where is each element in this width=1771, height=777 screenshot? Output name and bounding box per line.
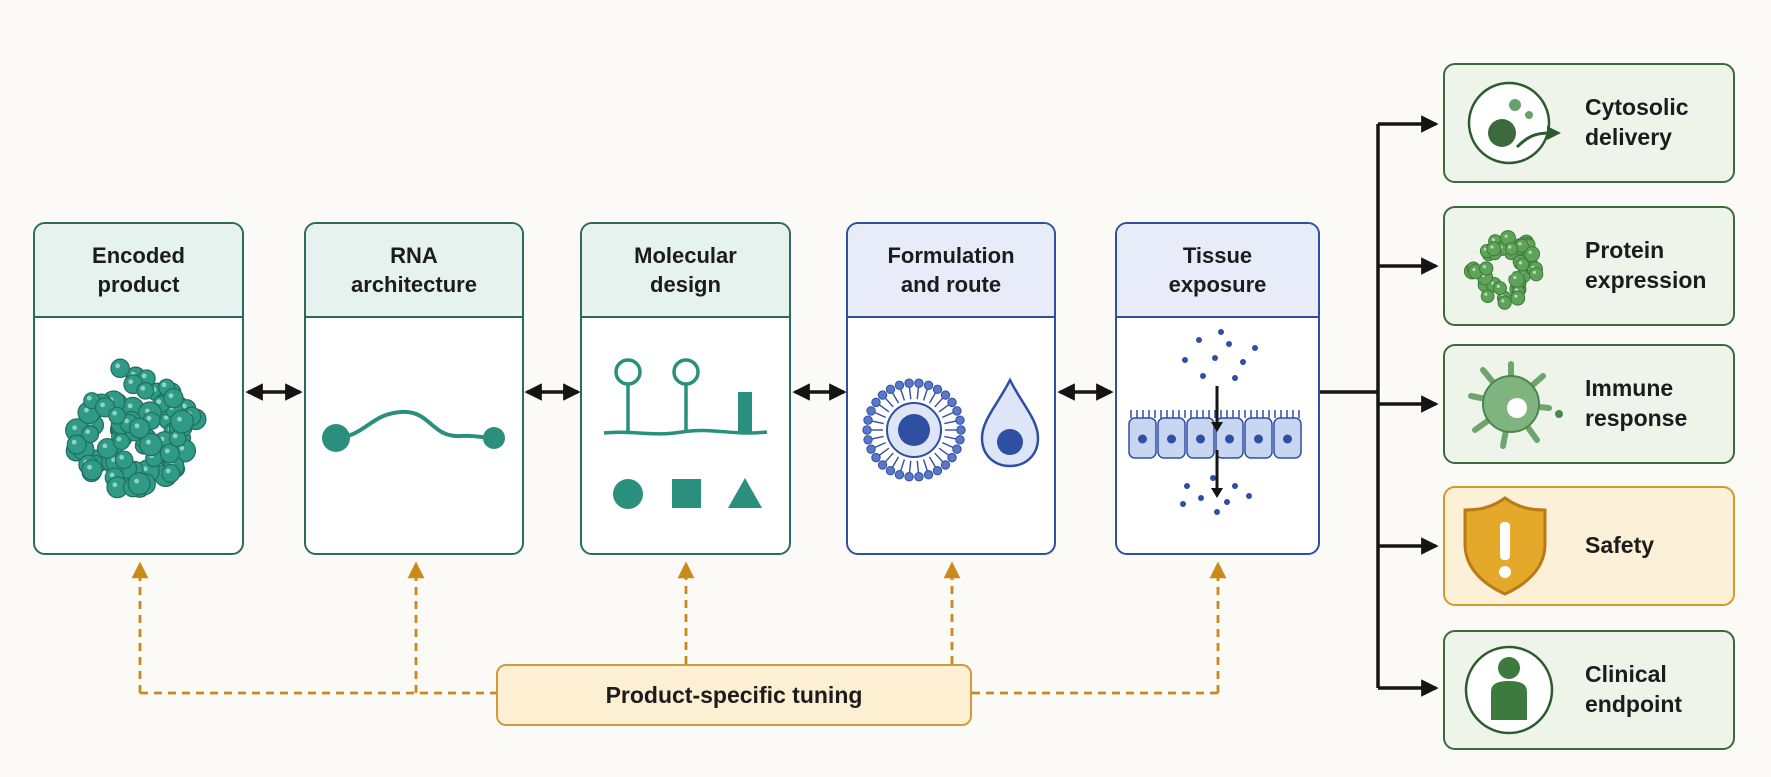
stage-encoded-product: Encoded product (33, 222, 244, 555)
molecular-design-icon (603, 358, 768, 509)
outcome-cytosolic-delivery: Cytosolic delivery (1443, 63, 1735, 183)
stage-molecular-design: Molecular design (580, 222, 791, 555)
outcome-clinical-endpoint: Clinical endpoint (1443, 630, 1735, 750)
tuning-feedback (131, 561, 1227, 695)
outcome-safety: Safety (1443, 486, 1735, 606)
stage-title: Formulation and route (848, 224, 1054, 318)
shield-warning-icon (1463, 496, 1547, 596)
square-shape-icon (672, 479, 701, 508)
outcome-label: Protein expression (1585, 237, 1707, 293)
tuning-label: Product-specific tuning (605, 681, 863, 708)
tissue-layer-icon (1128, 329, 1302, 515)
stage-title: RNA architecture (306, 224, 522, 318)
stage-title: Encoded product (35, 224, 242, 318)
protein-complex-icon (1463, 230, 1544, 310)
circle-shape-icon (613, 479, 643, 509)
triangle-shape-icon (728, 478, 762, 508)
patient-icon (1464, 645, 1554, 735)
stage-rna-architecture: RNA architecture (304, 222, 524, 555)
rna-strand-icon (322, 409, 505, 452)
product-specific-tuning-box: Product-specific tuning (496, 664, 972, 726)
outcome-label: Clinical endpoint (1585, 661, 1683, 717)
stage-tissue-exposure: Tissue exposure (1115, 222, 1320, 555)
cell-delivery-icon (1467, 81, 1561, 165)
outcome-label: Cytosolic delivery (1585, 94, 1689, 150)
lipid-nanoparticle-icon (862, 377, 1040, 482)
stage-title: Tissue exposure (1117, 224, 1318, 318)
outcome-fanout (1320, 115, 1439, 697)
outcome-label: Safety (1585, 532, 1655, 559)
droplet-icon (980, 377, 1040, 468)
outcome-immune-response: Immune response (1443, 344, 1735, 464)
outcome-protein-expression: Protein expression (1443, 206, 1735, 326)
protein-cluster-icon (65, 358, 207, 499)
immune-cell-icon (1468, 361, 1563, 449)
stage-title: Molecular design (582, 224, 789, 318)
stage-formulation-route: Formulation and route (846, 222, 1056, 555)
outcome-label: Immune response (1585, 375, 1688, 431)
